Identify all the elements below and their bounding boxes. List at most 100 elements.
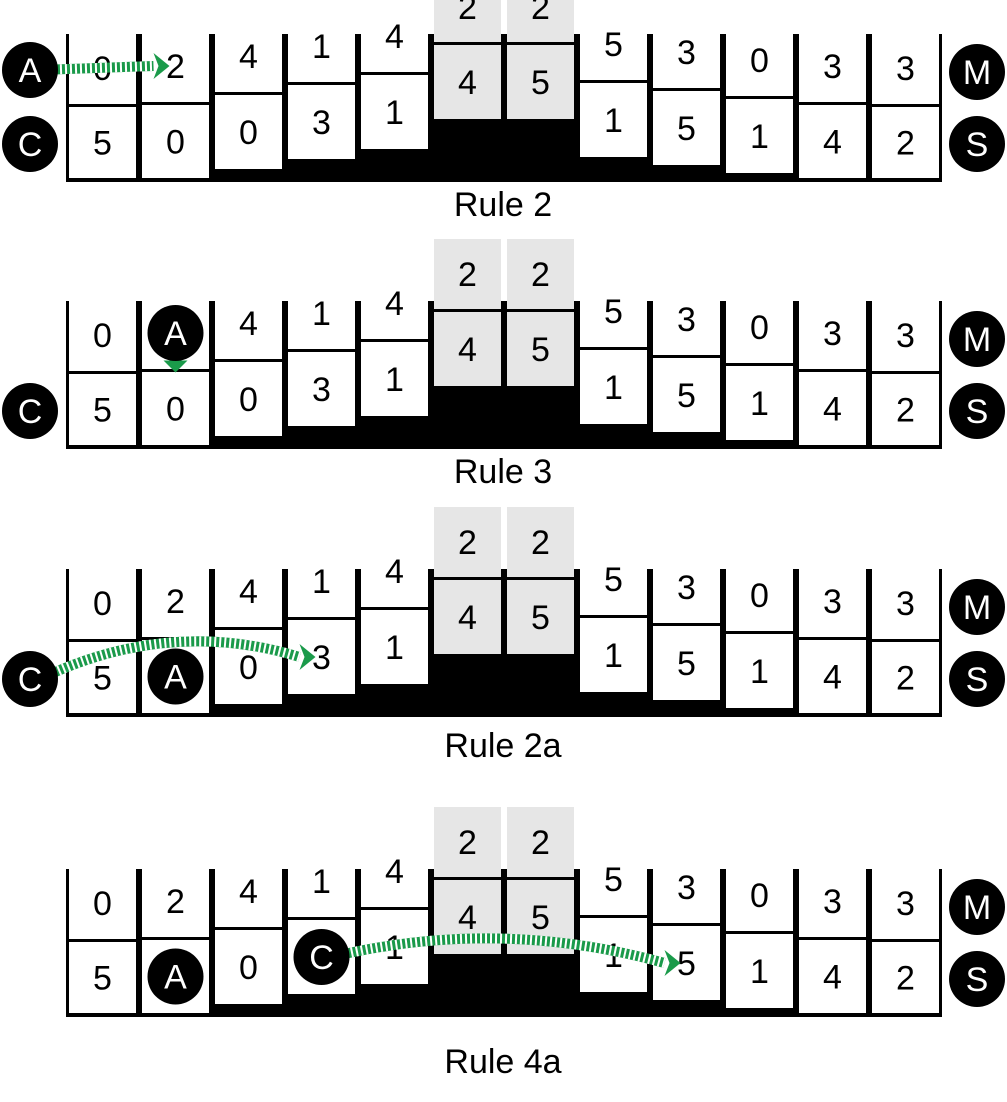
pit-top-value: 0 <box>93 885 112 923</box>
store-cell <box>507 0 574 42</box>
pit-top-value: 5 <box>604 561 623 599</box>
pit-top-value: 1 <box>312 28 331 66</box>
store-cell <box>434 45 501 119</box>
pit-bottom-value: 4 <box>823 959 842 997</box>
pit-bottom <box>361 610 428 684</box>
pit-top <box>653 851 720 923</box>
marker-m: M <box>949 44 1005 100</box>
pit-bottom-value: 1 <box>604 637 623 675</box>
marker-a: A <box>147 305 204 361</box>
pit-bottom <box>288 85 355 159</box>
pit-top-value: 3 <box>823 583 842 621</box>
pit-bottom-value: 4 <box>458 331 477 369</box>
marker-a: A <box>2 42 58 98</box>
pit-bottom-value: 5 <box>677 645 696 683</box>
pit-top <box>799 30 866 102</box>
pit-bottom <box>872 374 939 445</box>
pit-bottom-value: 5 <box>93 125 112 163</box>
pit-top-value: 2 <box>166 883 185 921</box>
pit-top <box>872 867 939 939</box>
pit-bottom-value: 5 <box>677 377 696 415</box>
pit-bottom-value: 2 <box>896 125 915 163</box>
pit-bottom-value: 1 <box>385 361 404 399</box>
pit-bottom <box>69 374 136 445</box>
pit-top <box>361 267 428 339</box>
pit-top-value: 3 <box>823 48 842 86</box>
pit-top-value: 5 <box>604 293 623 331</box>
pit-top <box>726 24 793 96</box>
pit-top-value: 0 <box>750 42 769 80</box>
pit-top-value: 4 <box>239 305 258 343</box>
pit-top-value: 2 <box>531 0 550 27</box>
pit-top <box>799 865 866 937</box>
pit-top-value: 3 <box>823 883 842 921</box>
marker-label: M <box>963 889 991 927</box>
pit-top-value: 1 <box>312 863 331 901</box>
pit-top <box>69 299 136 371</box>
pit-bottom <box>361 75 428 149</box>
pit-bottom-value: 4 <box>458 64 477 102</box>
pit-top-value: 2 <box>531 824 550 862</box>
pit-bottom <box>653 358 720 432</box>
pit-top <box>872 32 939 104</box>
marker-c: C <box>2 116 58 172</box>
rule-caption: Rule 4a <box>444 1043 561 1081</box>
pit-top-value: 1 <box>312 563 331 601</box>
pit-bottom <box>799 640 866 713</box>
pit-top <box>215 555 282 627</box>
pit-bottom <box>872 107 939 178</box>
pit-bottom <box>142 372 209 445</box>
pit-top <box>142 865 209 937</box>
pit-bottom <box>580 618 647 692</box>
pit-top <box>142 565 209 637</box>
pit-bottom-value: 1 <box>604 102 623 140</box>
pit-top-value: 2 <box>458 524 477 562</box>
pit-top <box>653 283 720 355</box>
pit-top <box>215 20 282 92</box>
marker-label: A <box>19 52 42 90</box>
pit-top-value: 0 <box>750 577 769 615</box>
pit-bottom <box>215 362 282 436</box>
pit-top-value: 3 <box>896 317 915 355</box>
store-cell <box>507 45 574 119</box>
pit-bottom-value: 0 <box>239 949 258 987</box>
pit-top <box>361 0 428 72</box>
rule-caption: Rule 2 <box>454 186 552 224</box>
marker-label: A <box>164 959 187 997</box>
pit-top <box>215 287 282 359</box>
pit-top-value: 2 <box>531 524 550 562</box>
pit-bottom-value: 4 <box>823 659 842 697</box>
pit-bottom <box>288 352 355 426</box>
pit-bottom-value: 1 <box>385 94 404 132</box>
marker-m: M <box>949 879 1005 935</box>
marker-s: S <box>949 116 1005 172</box>
store-cell <box>434 312 501 386</box>
pit-bottom <box>215 930 282 1004</box>
marker-label: A <box>164 659 187 697</box>
store-cell <box>507 807 574 877</box>
pit-bottom-value: 2 <box>896 960 915 998</box>
pit-top-value: 0 <box>750 877 769 915</box>
marker-label: S <box>966 393 989 431</box>
store-cell <box>434 580 501 654</box>
pit-top-value: 4 <box>385 18 404 56</box>
board <box>66 301 942 449</box>
marker-label: C <box>18 393 43 431</box>
pit-bottom <box>580 83 647 157</box>
pit-top-value: 4 <box>239 38 258 76</box>
pit-top-value: 4 <box>239 573 258 611</box>
pit-bottom-value: 0 <box>166 391 185 429</box>
pit-top-value: 2 <box>166 583 185 621</box>
pit-bottom-value: 1 <box>750 653 769 691</box>
marker-label: M <box>963 54 991 92</box>
pit-bottom-value: 5 <box>93 660 112 698</box>
marker-c: C <box>2 651 58 707</box>
marker-label: S <box>966 661 989 699</box>
pit-bottom <box>653 91 720 165</box>
pit-top <box>580 543 647 615</box>
pit-bottom <box>872 942 939 1013</box>
pit-top <box>580 275 647 347</box>
